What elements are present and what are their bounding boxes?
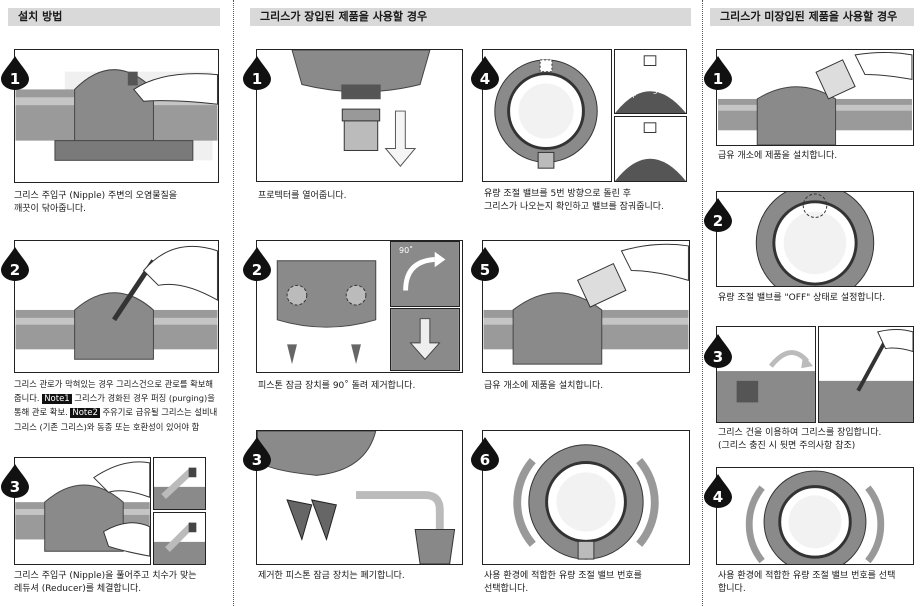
step-badge-1: 1 — [703, 55, 733, 91]
step-number: 4 — [713, 488, 723, 506]
caption-col3-step4: 사용 환경에 적합한 유량 조절 밸브 번호를 선택 합니다. — [718, 570, 895, 596]
illustration-reducer-remove — [153, 457, 206, 510]
header-without-grease: 그리스가 미장입된 제품을 사용할 경우 — [710, 8, 914, 26]
step-badge-3: 3 — [242, 436, 272, 472]
illustration-clean-nipple — [14, 49, 219, 183]
step-badge-3: 3 — [0, 463, 30, 499]
step-badge-4: 4 — [703, 473, 733, 509]
caption-line: 레듀셔 (Reducer)를 체결합니다. — [14, 583, 197, 596]
illustration-valve-5-dial — [482, 49, 612, 182]
step-badge-5: 5 — [470, 246, 500, 282]
caption-line: 통해 관로 확보. Note2 주유기로 급유될 그리스는 설비내 — [14, 406, 217, 421]
caption-col1-step1: 그리스 주입구 (Nipple) 주변의 오염물질을 깨끗이 닦아줍니다. — [14, 190, 177, 216]
caption-col3-step1: 급유 개소에 제품을 설치합니다. — [718, 150, 837, 163]
caption-col1-step2: 그리스 관로가 막혀있는 경우 그리스건으로 관로를 확보해 줍니다. Note… — [14, 378, 217, 434]
step-badge-6: 6 — [470, 436, 500, 472]
step-number: 2 — [252, 261, 262, 279]
illustration-grease-gun — [14, 240, 219, 373]
header-with-grease: 그리스가 장입된 제품을 사용할 경우 — [250, 8, 691, 26]
illustration-select-valve-2 — [716, 467, 914, 565]
step-number: 1 — [10, 70, 20, 88]
step-badge-2: 2 — [703, 197, 733, 233]
illustration-rotate-90: 90˚ — [390, 241, 460, 307]
caption-line: 합니다. — [718, 583, 895, 596]
illustration-valve-off — [716, 191, 914, 287]
caption-line: 그리스가 나오는지 확인하고 밸브를 잠궈줍니다. — [484, 201, 664, 214]
step-number: 3 — [10, 478, 20, 496]
caption-col2-step6: 사용 환경에 적합한 유량 조절 밸브 번호를 선택합니다. — [484, 570, 642, 596]
step-number: 2 — [713, 212, 723, 230]
step-number: 2 — [10, 261, 20, 279]
caption-line: 줍니다. Note1 그리스가 경화된 경우 퍼징 (purging)을 — [14, 392, 217, 407]
caption-line: (그리스 충진 시 뒷면 주의사항 참조) — [718, 440, 881, 453]
illustration-grease-gun-fill — [818, 326, 914, 423]
caption-text: 주유기로 급유될 그리스는 설비내 — [103, 407, 218, 417]
illustration-discard-lock — [256, 430, 463, 565]
step-badge-3: 3 — [703, 333, 733, 369]
caption-col2-step1: 프로텍터를 열어줍니다. — [258, 190, 347, 203]
illustration-reducer-attach — [153, 512, 206, 565]
step-badge-1: 1 — [242, 55, 272, 91]
step-badge-1: 1 — [0, 55, 30, 91]
step-number: 1 — [252, 70, 262, 88]
illustration-reducer-main — [14, 457, 151, 565]
caption-line: 사용 환경에 적합한 유량 조절 밸브 번호를 — [484, 570, 642, 583]
note1-badge: Note1 — [42, 394, 72, 404]
caption-text: 통해 관로 확보. — [14, 407, 68, 417]
caption-line: 선택합니다. — [484, 583, 642, 596]
caption-col3-step2: 유량 조절 밸브를 "OFF" 상태로 설정합니다. — [718, 292, 885, 305]
dial-label-5: 5 — [653, 88, 657, 96]
caption-line: 그리스 주입구 (Nipple) 주변의 오염물질을 — [14, 190, 177, 203]
caption-line: 유량 조절 밸브를 5번 방향으로 돌린 후 — [484, 188, 664, 201]
caption-line: 그리스 건을 이용하여 그리스를 장입합니다. — [718, 427, 881, 440]
angle-label: 90˚ — [399, 246, 413, 255]
step-number: 3 — [713, 348, 723, 366]
caption-col2-step5: 급유 개소에 제품을 설치합니다. — [484, 380, 603, 393]
caption-line: 그리스 (기존 그리스)와 동종 또는 호환성이 있어야 함 — [14, 421, 217, 435]
illustration-open-protector — [256, 49, 463, 182]
illustration-dial-closeup-b — [614, 116, 687, 182]
step-badge-2: 2 — [242, 246, 272, 282]
note2-badge: Note2 — [70, 408, 100, 418]
step-number: 1 — [713, 70, 723, 88]
caption-col2-step3: 제거한 피스톤 잠금 장치는 폐기합니다. — [258, 570, 405, 583]
step-number: 5 — [480, 261, 490, 279]
illustration-dial-closeup-a: OFF 5 — [614, 49, 687, 114]
step-badge-4: 4 — [470, 55, 500, 91]
caption-line: 사용 환경에 적합한 유량 조절 밸브 번호를 선택 — [718, 570, 895, 583]
illustration-pull-out — [390, 308, 460, 371]
caption-text: 그리스가 경화된 경우 퍼징 (purging)을 — [74, 393, 215, 403]
caption-line: 그리스 관로가 막혀있는 경우 그리스건으로 관로를 확보해 — [14, 378, 217, 392]
header-install: 설치 방법 — [8, 8, 220, 26]
caption-col3-step3: 그리스 건을 이용하여 그리스를 장입합니다. (그리스 충진 시 뒷면 주의사… — [718, 427, 881, 453]
illustration-install-lubricator — [482, 240, 690, 373]
caption-col2-step2: 피스톤 잠금 장치를 90˚ 돌려 제거합니다. — [258, 380, 415, 393]
illustration-select-valve — [482, 430, 690, 565]
step-badge-2: 2 — [0, 246, 30, 282]
caption-col2-step4: 유량 조절 밸브를 5번 방향으로 돌린 후 그리스가 나오는지 확인하고 밸브… — [484, 188, 664, 214]
caption-line: 그리스 주입구 (Nipple)을 풀어주고 치수가 맞는 — [14, 570, 197, 583]
caption-line: 깨끗이 닦아줍니다. — [14, 203, 177, 216]
illustration-install-empty — [716, 49, 914, 146]
step-number: 4 — [480, 70, 490, 88]
step-number: 3 — [252, 451, 262, 469]
dial-label-off: OFF — [623, 92, 637, 100]
step-number: 6 — [480, 451, 490, 469]
column-divider-1 — [233, 0, 234, 606]
caption-text: 줍니다. — [14, 393, 40, 403]
caption-col1-step3: 그리스 주입구 (Nipple)을 풀어주고 치수가 맞는 레듀셔 (Reduc… — [14, 570, 197, 596]
